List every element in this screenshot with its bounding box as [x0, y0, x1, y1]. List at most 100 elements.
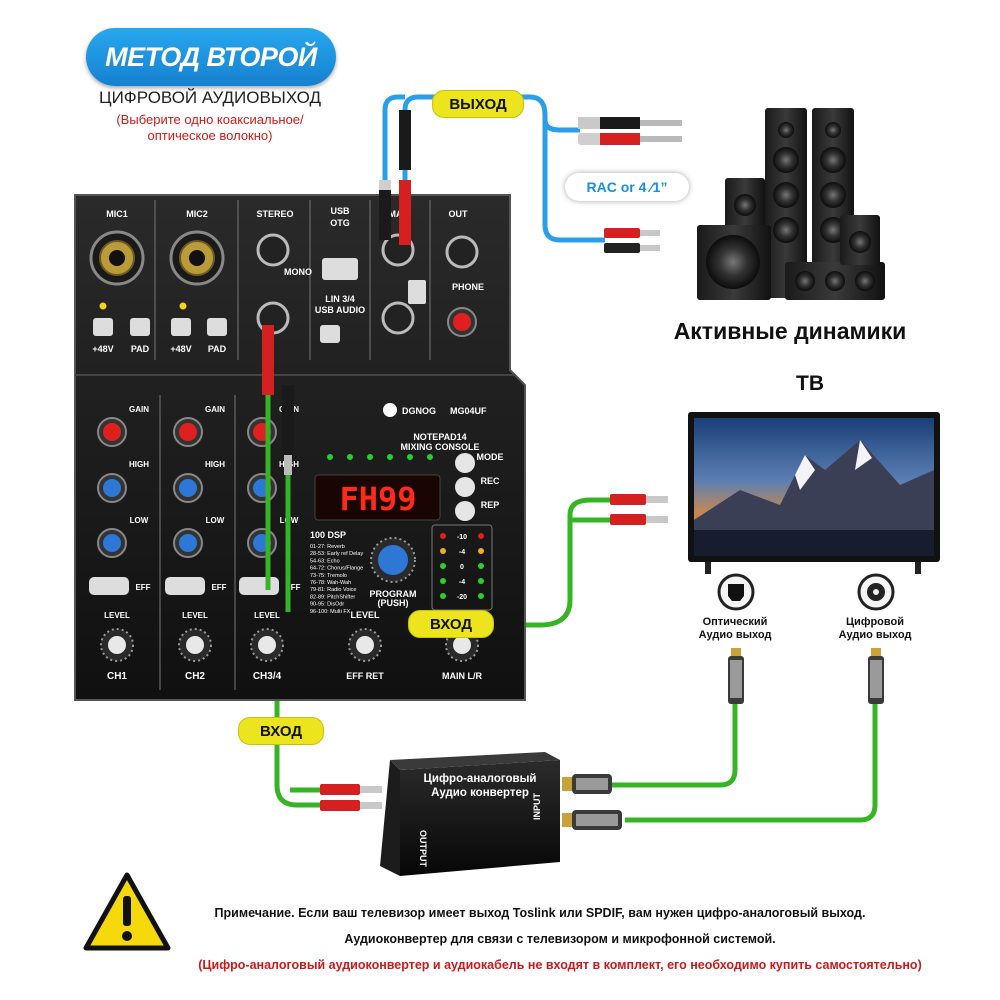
eff-ret-label: EFF RET	[346, 671, 384, 681]
brand-label: DGNOG	[402, 406, 436, 416]
phone-volume-knob[interactable]	[447, 307, 477, 337]
console-label: MIXING CONSOLE	[400, 442, 479, 452]
meter-label: 0	[460, 564, 464, 571]
mic2-label: MIC2	[186, 209, 208, 219]
meter-led-left	[440, 593, 446, 599]
program-knob[interactable]	[370, 537, 416, 583]
mic1-label: MIC1	[106, 209, 128, 219]
stereo-jack-1[interactable]	[256, 233, 290, 267]
meter-led-right	[478, 548, 484, 554]
meter-led-left	[440, 533, 446, 539]
meter-led-right	[478, 533, 484, 539]
high-label: HIGH	[129, 460, 149, 469]
main-jack-r[interactable]	[381, 301, 415, 335]
push-label: (PUSH)	[378, 598, 409, 608]
television	[688, 412, 940, 574]
eff-label: EFF	[135, 583, 150, 592]
otg-label: OTG	[330, 218, 350, 228]
method-title: МЕТОД ВТОРОЙ	[105, 41, 317, 72]
effect-item: 64-72: Chorus/Flange	[310, 566, 363, 572]
meter-label: -4	[459, 579, 465, 586]
eff-switch[interactable]	[165, 577, 205, 595]
display-panel	[314, 474, 441, 521]
footer-note-2: Аудиоконвертер для связи с телевизором и…	[344, 932, 776, 946]
mono-label: MONO	[284, 267, 312, 277]
usb-audio-label: USB AUDIO	[315, 305, 365, 315]
product-label: NOTEPAD14	[413, 432, 466, 442]
phantom-switch-2[interactable]	[171, 318, 191, 336]
stereo-in-plugs	[262, 325, 294, 612]
coax-plug	[868, 648, 884, 704]
dac-converter	[380, 752, 560, 876]
converter-input-label: INPUT	[532, 792, 542, 820]
effect-item: 01-27: Reverb	[310, 544, 345, 550]
mixer: MIC1 MIC2 STEREO USB OTG MAIN OUT PHONE …	[74, 194, 526, 701]
effect-item: 90-95: DisOdr	[310, 602, 344, 608]
eff-ret-level-label: LEVEL	[350, 610, 380, 620]
speaker-system	[697, 108, 885, 300]
phantom-switch-1[interactable]	[93, 318, 113, 336]
eff-switch[interactable]	[89, 577, 129, 595]
effect-item: 73-75: Tremolo	[310, 573, 347, 579]
usb-port[interactable]	[322, 258, 358, 280]
rep-button[interactable]	[455, 501, 475, 521]
input-pill-converter: ВХОД	[238, 717, 324, 745]
channel-name: CH2	[185, 671, 205, 682]
rec-label: REC	[480, 476, 500, 486]
eff-ret-knob[interactable]	[348, 628, 382, 662]
rec-button[interactable]	[455, 477, 475, 497]
effect-item: 54-63: Echo	[310, 558, 340, 564]
meter-label: -4	[459, 549, 465, 556]
meter-led-right	[478, 578, 484, 584]
effect-item: 79-81: Radio Voice	[310, 587, 356, 593]
out-label: OUT	[449, 209, 469, 219]
effect-item: 76-78: Wah-Wah	[310, 580, 351, 586]
main-lr-label: MAIN L/R	[442, 671, 482, 681]
pad-switch-2[interactable]	[207, 318, 227, 336]
gain-label: GAIN	[129, 405, 149, 414]
note-line-2: оптическое волокно)	[147, 128, 273, 143]
channel-name: CH1	[107, 671, 127, 682]
meter-led-left	[440, 548, 446, 554]
converter-title-line-1: Цифро-аналоговый	[423, 773, 537, 785]
optical-label-line-1: Оптический	[702, 616, 768, 628]
optical-plug	[728, 648, 744, 704]
meter-label: -20	[457, 594, 467, 601]
eff-switch[interactable]	[239, 577, 279, 595]
eff-label: EFF	[211, 583, 226, 592]
coax-label-line-1: Цифровой	[846, 616, 904, 628]
meter-led-left	[440, 578, 446, 584]
pad-label-1: PAD	[131, 344, 150, 354]
converter-title-line-2: Аудио конвертер	[431, 787, 529, 799]
mode-button[interactable]	[455, 453, 475, 473]
meter-led-right	[478, 563, 484, 569]
jack-plug-pair	[578, 117, 682, 145]
optical-port-icon	[717, 573, 755, 611]
phone-jack[interactable]	[445, 235, 479, 269]
dsp-label: 100 DSP	[310, 530, 346, 540]
rca-plug-pair-tv	[610, 494, 668, 525]
green-cable-converter	[274, 690, 322, 808]
converter-input-plugs	[562, 774, 622, 830]
coax-label: Цифровой Аудио выход	[820, 616, 930, 642]
converter-rca-plugs	[320, 784, 382, 811]
xlr-jack-mic2[interactable]	[169, 230, 225, 286]
note-line-1: (Выберите одно коаксиальное/	[116, 112, 304, 127]
meter-label: -10	[457, 534, 467, 541]
effect-item: 96-100: Multi FX	[310, 609, 351, 615]
usb-label: USB	[330, 206, 350, 216]
eff-label: EFF	[285, 583, 300, 592]
rca-plug-pair-speakers	[604, 228, 660, 253]
converter-output-label: OUTPUT	[418, 830, 428, 868]
selection-note: (Выберите одно коаксиальное/ оптическое …	[70, 112, 350, 144]
pad-switch-1[interactable]	[130, 318, 150, 336]
speakers-label: Активные динамики	[673, 318, 907, 344]
display-readout: FH99	[339, 480, 416, 518]
program-label: PROGRAM	[370, 589, 417, 599]
model-label: MG04UF	[450, 406, 487, 416]
xlr-jack-mic1[interactable]	[89, 230, 145, 286]
coax-port-icon	[857, 573, 895, 611]
coax-label-line-2: Аудио выход	[838, 629, 912, 641]
